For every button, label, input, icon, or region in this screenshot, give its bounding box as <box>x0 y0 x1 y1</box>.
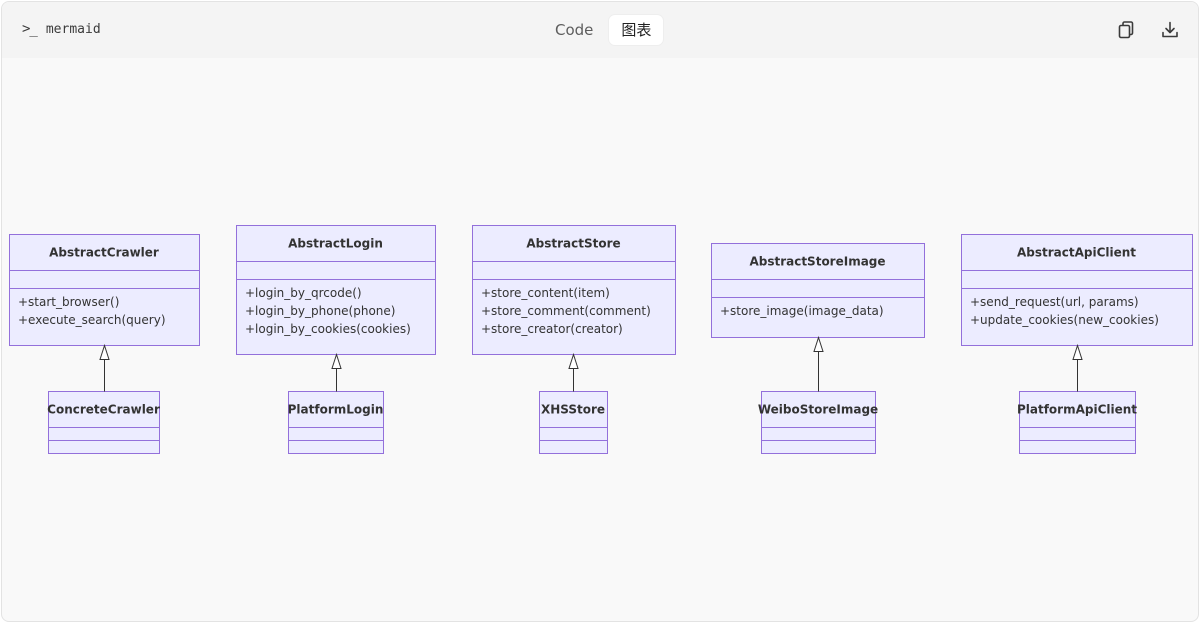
inheritance-edge <box>331 352 342 392</box>
class-name: PlatformApiClient <box>1017 403 1137 417</box>
inheritance-arrowhead <box>813 335 824 352</box>
class-name: AbstractStoreImage <box>749 255 885 269</box>
tab-code[interactable]: Code <box>555 21 594 39</box>
class-box-weibostoreimage[interactable]: WeiboStoreImage <box>758 391 878 454</box>
class-method: +store_content(item) <box>481 286 610 300</box>
copy-button[interactable] <box>1115 19 1137 41</box>
class-diagram: AbstractCrawler +start_browser() +execute_… <box>9 225 1193 454</box>
class-name: AbstractStore <box>526 237 620 251</box>
class-method: +store_comment(comment) <box>481 304 651 318</box>
download-button[interactable] <box>1159 19 1181 41</box>
inheritance-arrowhead <box>1072 343 1083 360</box>
download-icon <box>1162 21 1178 38</box>
class-method: +update_cookies(new_cookies) <box>970 313 1159 327</box>
class-method: +execute_search(query) <box>18 313 166 327</box>
inheritance-arrowhead <box>568 352 579 369</box>
class-box-abstractstoreimage[interactable]: AbstractStoreImage +store_image(image_dat… <box>711 243 925 338</box>
class-box-border <box>288 391 384 454</box>
class-name: AbstractApiClient <box>1017 246 1136 260</box>
class-method: +store_creator(creator) <box>481 322 623 336</box>
class-name: XHSStore <box>541 403 605 417</box>
inheritance-arrowhead <box>331 352 342 369</box>
class-box-border <box>9 234 200 346</box>
class-box-border <box>711 243 925 338</box>
class-box-abstractapiclient[interactable]: AbstractApiClient +send_request(url, para… <box>961 234 1193 346</box>
class-box-border <box>539 391 608 454</box>
class-box-border <box>48 391 160 454</box>
tab-diagram[interactable]: 图表 <box>609 15 664 45</box>
class-method: +start_browser() <box>18 295 119 309</box>
terminal-icon: >_ <box>22 21 38 37</box>
class-name: PlatformLogin <box>288 403 384 417</box>
class-box-abstractlogin[interactable]: AbstractLogin +login_by_qrcode() +login_by… <box>236 225 436 355</box>
class-box-platformapiclient[interactable]: PlatformApiClient <box>1017 391 1137 454</box>
class-box-xhsstore[interactable]: XHSStore <box>539 391 608 454</box>
class-box-border <box>961 234 1193 346</box>
inheritance-edge <box>568 352 579 392</box>
inheritance-edge <box>813 335 824 392</box>
class-name: WeiboStoreImage <box>758 403 878 417</box>
class-method: +send_request(url, params) <box>970 295 1139 309</box>
class-name: AbstractLogin <box>288 237 383 251</box>
view-tabs: Code 图表 <box>543 15 664 45</box>
class-box-border <box>1019 391 1136 454</box>
class-box-platformlogin[interactable]: PlatformLogin <box>288 391 384 454</box>
inheritance-arrowhead <box>99 343 110 360</box>
language-indicator: >_ mermaid <box>22 21 101 37</box>
class-box-border <box>761 391 876 454</box>
class-name: ConcreteCrawler <box>47 403 160 417</box>
class-box-concretecrawler[interactable]: ConcreteCrawler <box>47 391 160 454</box>
diagram-canvas[interactable]: AbstractCrawler +start_browser() +execute_… <box>2 58 1198 621</box>
class-box-abstractstore[interactable]: AbstractStore +store_content(item) +store_… <box>472 225 676 355</box>
class-name: AbstractCrawler <box>49 246 159 260</box>
class-box-border <box>236 225 436 355</box>
inheritance-edge <box>99 343 110 392</box>
code-block-header: >_ mermaid Code 图表 <box>2 2 1198 58</box>
copy-icon <box>1118 21 1134 39</box>
class-method: +store_image(image_data) <box>720 304 884 318</box>
class-method: +login_by_cookies(cookies) <box>245 322 411 336</box>
class-box-border <box>472 225 676 355</box>
language-label: mermaid <box>45 21 101 37</box>
class-method: +login_by_qrcode() <box>245 286 362 300</box>
inheritance-edge <box>1072 343 1083 392</box>
class-method: +login_by_phone(phone) <box>245 304 395 318</box>
class-box-abstractcrawler[interactable]: AbstractCrawler +start_browser() +execute_… <box>9 234 200 346</box>
